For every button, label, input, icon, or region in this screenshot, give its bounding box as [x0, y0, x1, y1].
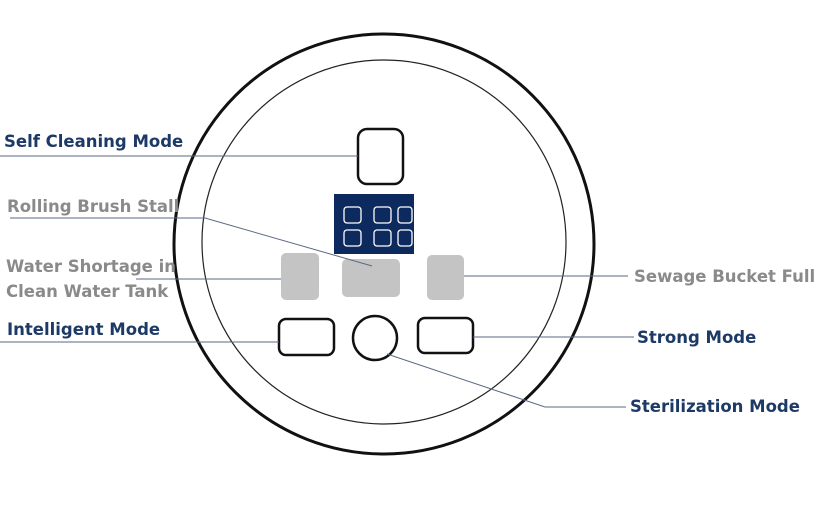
rolling-brush-indicator — [342, 259, 400, 297]
outer-ring — [172, 32, 596, 456]
strong-label: Strong Mode — [637, 328, 757, 347]
rolling-brush-leader — [10, 217, 373, 267]
water-shortage-indicator — [281, 253, 319, 300]
self-cleaning-label: Self Cleaning Mode — [4, 132, 184, 151]
digital-display — [334, 194, 414, 254]
sewage-full-indicator — [427, 255, 464, 300]
self-cleaning-button[interactable] — [356, 127, 405, 186]
water-shortage-label-line2: Clean Water Tank — [6, 282, 169, 301]
intelligent-label: Intelligent Mode — [7, 320, 161, 339]
water-shortage-label-line1: Water Shortage in — [6, 257, 176, 276]
sewage-full-label: Sewage Bucket Full — [634, 267, 816, 286]
rolling-brush-label: Rolling Brush Stall — [7, 197, 180, 216]
sterilization-label: Sterilization Mode — [630, 397, 800, 416]
sterilization-leader — [386, 353, 626, 408]
strong-mode-button[interactable] — [416, 316, 475, 355]
inner-ring — [201, 59, 567, 425]
intelligent-mode-button[interactable] — [277, 317, 336, 357]
sterilization-mode-button[interactable] — [351, 314, 399, 362]
